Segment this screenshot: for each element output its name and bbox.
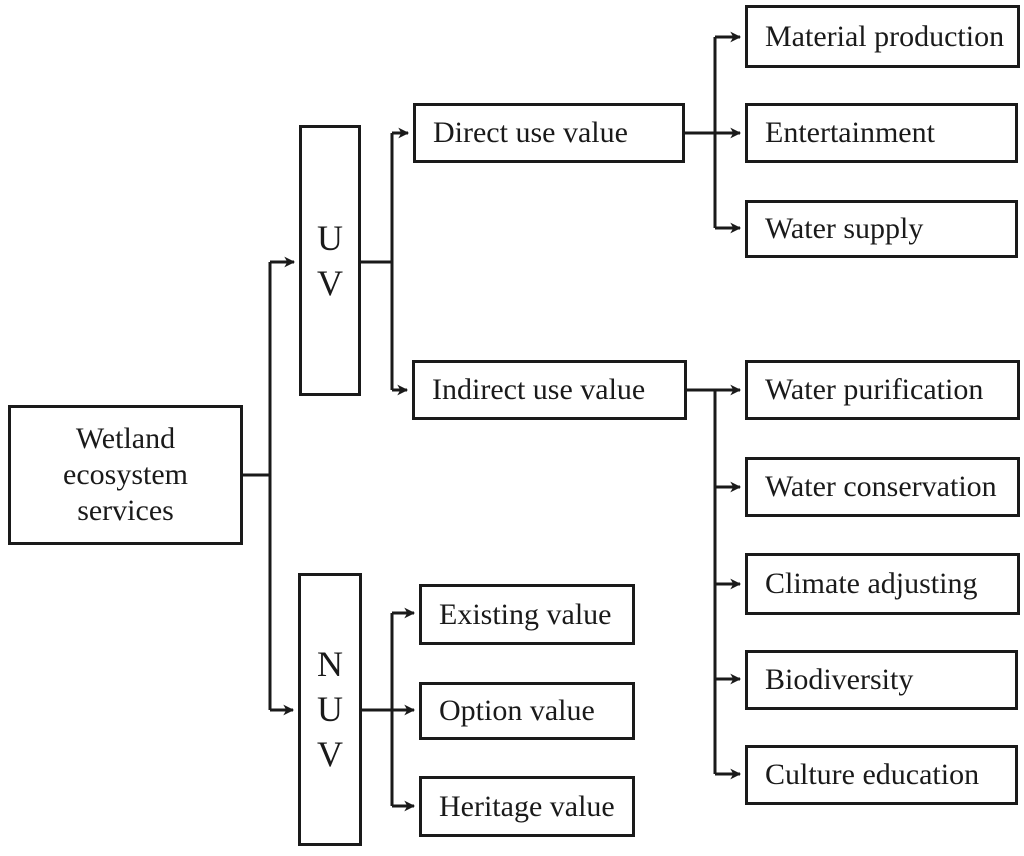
node-option-value: Option value	[419, 682, 635, 740]
node-water-supply: Water supply	[745, 200, 1018, 258]
node-non-use-value: N U V	[298, 573, 362, 846]
node-wetland-ecosystem-services: Wetland ecosystem services	[8, 405, 243, 545]
node-use-value: U V	[299, 125, 361, 396]
node-culture-education: Culture education	[745, 745, 1018, 805]
node-direct-use-value: Direct use value	[413, 103, 685, 163]
node-biodiversity: Biodiversity	[745, 650, 1018, 710]
node-existing-value: Existing value	[419, 584, 635, 645]
node-indirect-use-value: Indirect use value	[412, 360, 687, 420]
node-entertainment: Entertainment	[745, 103, 1018, 163]
node-water-conservation: Water conservation	[745, 457, 1020, 517]
node-water-purification: Water purification	[745, 360, 1020, 420]
node-material-production: Material production	[745, 5, 1020, 68]
node-heritage-value: Heritage value	[419, 776, 635, 837]
node-climate-adjusting: Climate adjusting	[745, 553, 1020, 615]
